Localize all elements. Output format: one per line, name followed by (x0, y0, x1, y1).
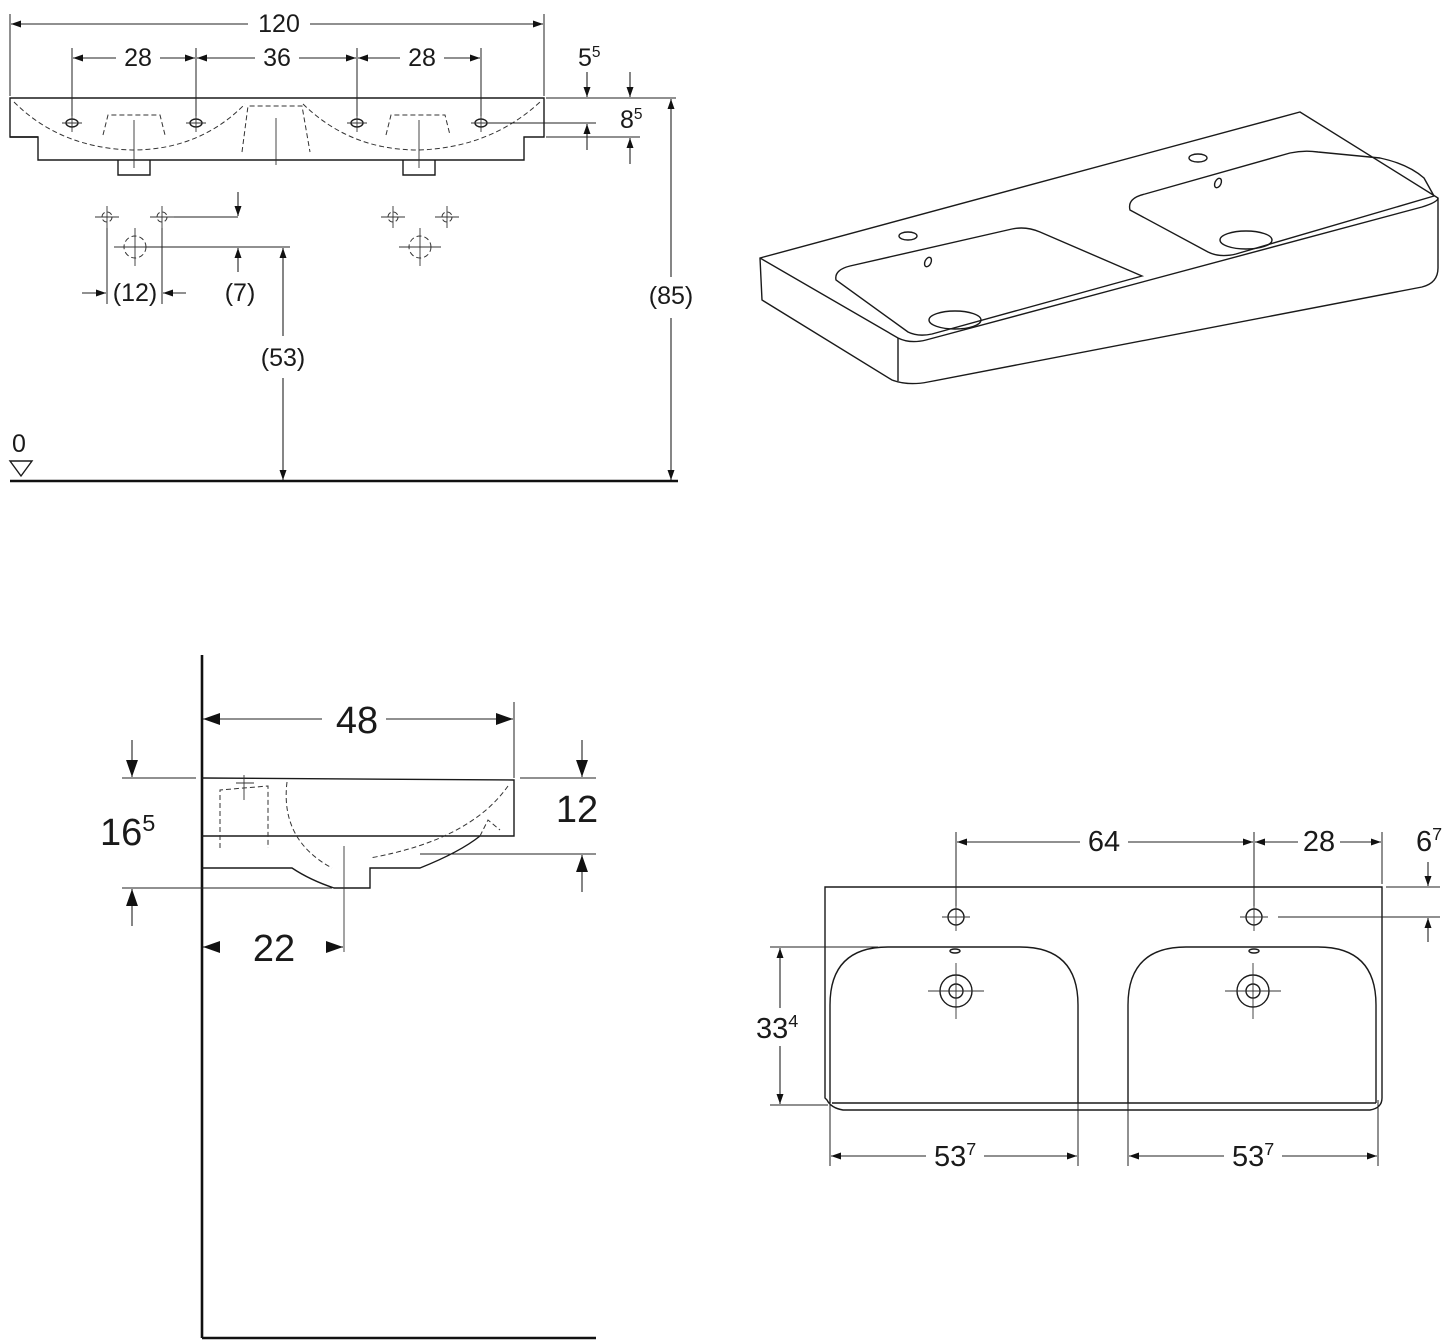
dimension-tap-back-offset: 67 (1416, 824, 1442, 858)
basin-front-outline (9, 97, 545, 161)
dimension-tap-depth: 85 (620, 106, 643, 134)
front-view: 0 120 28 36 28 55 85 (8, 10, 693, 483)
dimension-top-offset: 55 (578, 44, 601, 72)
dimension-bowl-width-left: 537 (934, 1139, 976, 1173)
side-view: 48 165 12 22 (100, 655, 598, 1340)
tap-hole-marker (62, 114, 491, 132)
floor-level-label: 0 (12, 430, 26, 458)
basin-perspective-outline (759, 111, 1439, 385)
drain-right-top (1225, 963, 1281, 1019)
tap-hole-left-top (942, 903, 970, 931)
dimension-rim-thickness: 12 (556, 789, 598, 831)
dimension-tap-spacing-right: 28 (408, 44, 436, 72)
dimension-bowl-depth: 334 (756, 1011, 798, 1045)
bowl-left-perspective (835, 227, 1145, 336)
bowl-right-perspective (1128, 150, 1436, 257)
dimension-drain-drop: (7) (225, 279, 256, 307)
dimension-tap-edge-offset: 28 (1303, 826, 1335, 858)
dimension-drain-offset: 22 (253, 928, 295, 970)
dimension-tap-spacing-center: 36 (263, 44, 291, 72)
basin-top-outline (824, 886, 1383, 1111)
tap-hole-right-top (1240, 903, 1268, 931)
dimension-tap-spacing: 64 (1088, 826, 1120, 858)
drain-position-markers (95, 206, 459, 266)
top-view: 64 28 67 334 537 537 (756, 824, 1442, 1173)
drain-stub-left (117, 160, 151, 176)
perspective-view (759, 111, 1439, 385)
drain-left-top (928, 963, 984, 1019)
dimension-overall-height: (85) (649, 282, 693, 310)
drain-stub-right (402, 160, 436, 176)
basin-side-profile (201, 777, 515, 889)
dimension-bowl-width-right: 537 (1232, 1139, 1274, 1173)
bowl-right-top (1127, 946, 1377, 1103)
dimension-overall-thickness: 165 (100, 810, 155, 854)
dimension-depth: 48 (336, 700, 378, 742)
dimension-drain-spacing: (12) (113, 279, 157, 307)
bowl-left-top (829, 946, 1079, 1103)
dimension-drain-height: (53) (261, 344, 305, 372)
dimension-tap-spacing-left: 28 (124, 44, 152, 72)
dimension-total-width: 120 (258, 10, 300, 38)
floor-level-symbol (8, 460, 34, 478)
